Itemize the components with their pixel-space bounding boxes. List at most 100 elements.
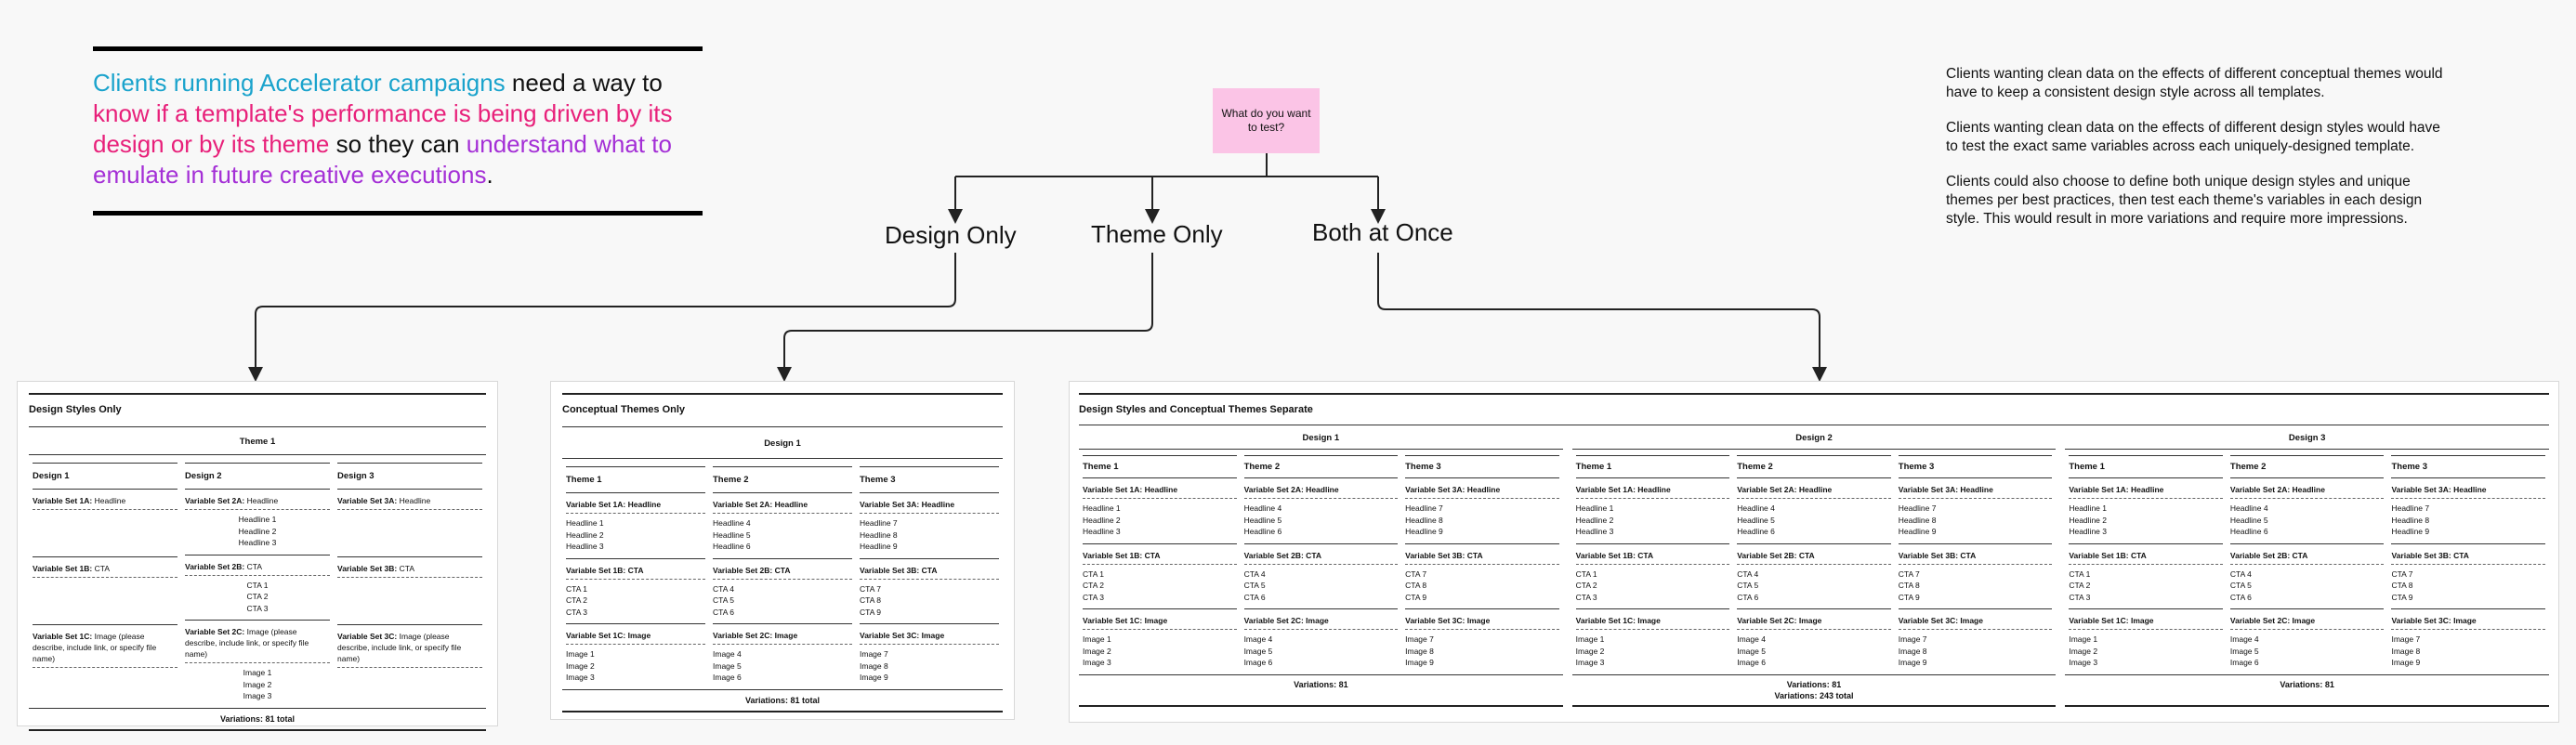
- panel3-value-item: CTA 5: [2229, 581, 2252, 590]
- panel1-col-1: Design 1 Variable Set 1A: Headline Varia…: [29, 463, 181, 702]
- panel2-c2-h1: Headline 4: [713, 518, 751, 528]
- panel1-col3-set1: Variable Set 3A: Headline: [337, 495, 482, 506]
- panel2-c2-headlines: Headline 4 Headline 5 Headline 6: [713, 517, 852, 553]
- panel3-value-item: Headline 7: [1898, 503, 1937, 513]
- panel2-c1-cta3: CTA 3: [566, 607, 587, 617]
- panel3-value-item: CTA 7: [2391, 569, 2413, 579]
- panel3-value-item: CTA 8: [2391, 581, 2413, 590]
- panel1-title: Design Styles Only: [29, 404, 122, 415]
- panel1-col3-set2: Variable Set 3B: CTA: [337, 563, 482, 574]
- panel1-c3-set2-value: CTA: [399, 564, 415, 573]
- panel3-value-item: Headline 4: [1737, 503, 1775, 513]
- panel2-c1-images: Image 1 Image 2 Image 3: [566, 648, 705, 684]
- panel3-value-item: Image 1: [1083, 634, 1111, 644]
- panel3-variable-set-label: Variable Set 3B: CTA: [2391, 550, 2469, 560]
- panel1-c3-set3-label: Variable Set 3C:: [337, 632, 398, 641]
- panel3-variable-set-label: Variable Set 1A: Headline: [1083, 485, 1178, 494]
- panel2-c3-cta3: CTA 9: [860, 607, 881, 617]
- panel3-value-item: Headline 2: [1083, 515, 1121, 525]
- question-sticky-note: What do you want to test?: [1213, 88, 1320, 153]
- callout-top-rule: [93, 46, 703, 51]
- panel3-design-name: Design 1: [1302, 433, 1340, 443]
- panel3-value-item: Image 8: [2391, 646, 2421, 656]
- panel1-col1-set1: Variable Set 1A: Headline: [33, 495, 177, 506]
- panel3-value-item: Image 8: [1898, 646, 1927, 656]
- panel1-headline-list: Headline 1 Headline 2 Headline 3: [185, 514, 330, 549]
- panel3-value-item: Headline 5: [1737, 515, 1775, 525]
- panel2-c2-img1: Image 4: [713, 649, 742, 659]
- panel3-value-item: Image 4: [1737, 634, 1766, 644]
- panel2-c3-img2: Image 8: [860, 660, 888, 671]
- panel3-value-item: CTA 9: [1898, 592, 1920, 602]
- panel1-columns: Design 1 Variable Set 1A: Headline Varia…: [29, 463, 486, 702]
- panel2-c1-headlines: Headline 1 Headline 2 Headline 3: [566, 517, 705, 553]
- panel1-headline-1: Headline 1: [238, 515, 277, 524]
- panel-design-styles-only: Design Styles Only Theme 1 Design 1 Vari…: [17, 381, 498, 731]
- panel3-value-item: Image 2: [1083, 646, 1111, 656]
- panel3-value-item: Headline 9: [2391, 527, 2430, 536]
- panel2-c3-ctas: CTA 7 CTA 8 CTA 9: [860, 583, 999, 619]
- panel2-c1-set3: Variable Set 1C: Image: [566, 631, 651, 640]
- panel3-value-item: Image 6: [1243, 658, 1273, 667]
- panel1-cta-2: CTA 2: [246, 592, 269, 601]
- panel3-value-item: Headline 1: [1083, 503, 1121, 513]
- panel3-value-item: Headline 5: [1243, 515, 1282, 525]
- panel3-value-item: CTA 5: [1737, 581, 1759, 590]
- panel3-value-item: CTA 4: [1243, 569, 1266, 579]
- panel3-value-item: Image 9: [1405, 658, 1434, 667]
- panel2-c3-img1: Image 7: [860, 649, 888, 659]
- panel3-variable-set-label: Variable Set 1A: Headline: [1575, 485, 1671, 494]
- panel2-c3-set2: Variable Set 3B: CTA: [860, 565, 938, 575]
- note-both: Clients could also choose to define both…: [1946, 174, 2423, 227]
- panel3-value-item: Headline 4: [2229, 503, 2268, 513]
- panel2-c3-h3: Headline 9: [860, 542, 898, 551]
- panel3-value-item: Image 2: [2069, 646, 2098, 656]
- panel1-c3-set3-value: Image (please describe, include link, or…: [337, 632, 462, 663]
- panel1-c1-set2-label: Variable Set 1B:: [33, 564, 93, 573]
- panel3-value-item: Image 4: [2229, 634, 2259, 644]
- panel2-c3-cta2: CTA 8: [860, 595, 881, 605]
- panel3-variable-set-label: Variable Set 1A: Headline: [2069, 485, 2164, 494]
- panel3-theme-head: Theme 3: [2391, 462, 2428, 472]
- callout-text: Clients running Accelerator campaigns ne…: [93, 68, 703, 190]
- panel3-variable-set-label: Variable Set 3C: Image: [1898, 616, 1983, 625]
- panel3-design-name: Design 3: [2288, 433, 2326, 443]
- panel3-value-item: Headline 9: [1405, 527, 1443, 536]
- panel1-c3-set1-value: Headline: [399, 496, 431, 505]
- panel1-footer: Variations: 81 total: [219, 713, 296, 724]
- panel3-value-item: Headline 2: [2069, 515, 2107, 525]
- panel1-col-2: Design 2 Variable Set 2A: Headline Headl…: [181, 463, 334, 702]
- panel1-col-3: Design 3 Variable Set 3A: Headline Varia…: [334, 463, 486, 702]
- panel3-variable-set-label: Variable Set 3B: CTA: [1898, 550, 1977, 560]
- callout-bottom-rule: [93, 211, 703, 216]
- panel3-design-name: Design 2: [1795, 433, 1833, 443]
- panel3-value-item: Headline 8: [1898, 515, 1937, 525]
- panel1-headline-2: Headline 2: [238, 526, 277, 536]
- panel2-footer: Variations: 81 total: [744, 695, 821, 705]
- panel3-value-item: CTA 8: [1898, 581, 1920, 590]
- panel3-design-footer: Variations: 81: [1294, 679, 1348, 689]
- panel3-variable-set-label: Variable Set 2C: Image: [1243, 616, 1329, 625]
- panel3-value-item: CTA 3: [1083, 592, 1104, 602]
- panel3-value-item: Headline 6: [2229, 527, 2268, 536]
- panel3-theme-head: Theme 2: [1243, 462, 1281, 472]
- panel3-value-item: Headline 4: [1243, 503, 1282, 513]
- panel2-c1-cta1: CTA 1: [566, 583, 587, 594]
- panel1-c2-set3-value: Image (please describe, include link, or…: [185, 627, 309, 659]
- panel2-col-1: Theme 1 Variable Set 1A: Headline Headli…: [562, 466, 709, 684]
- panel3-value-item: CTA 4: [2229, 569, 2252, 579]
- panel3-value-item: Image 8: [1405, 646, 1434, 656]
- panel3-variable-set-label: Variable Set 2A: Headline: [2229, 485, 2325, 494]
- panel3-value-item: Headline 3: [2069, 527, 2107, 536]
